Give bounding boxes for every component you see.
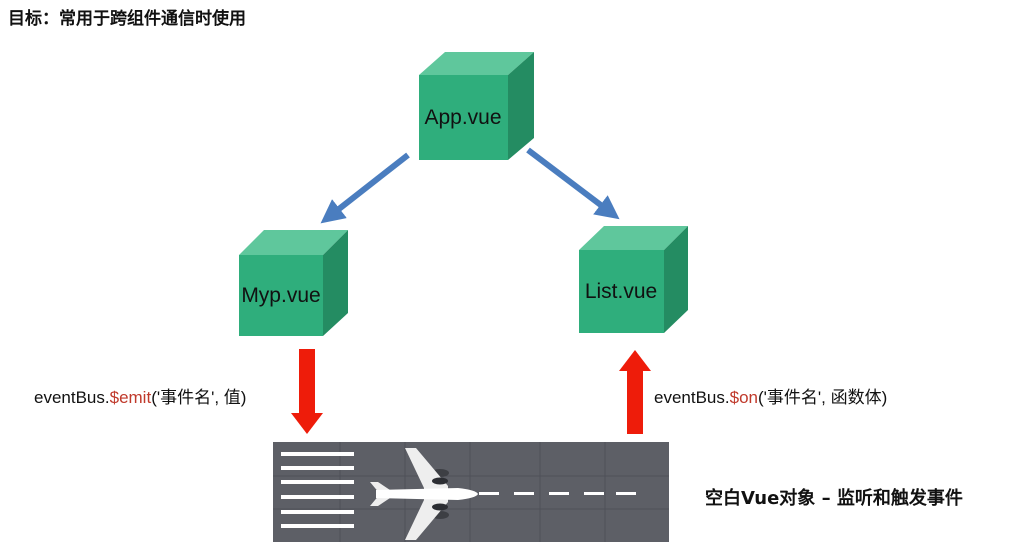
emit-arrow-down <box>291 349 323 434</box>
myp-vue-cube: Myp.vue <box>239 230 348 336</box>
app-vue-cube: App.vue <box>419 52 534 160</box>
event-bus-caption: 空白Vue对象 – 监听和触发事件 <box>705 488 963 509</box>
runway-threshold-stripes <box>281 452 354 528</box>
list-vue-label: List.vue <box>585 280 657 303</box>
app-vue-label: App.vue <box>424 106 501 129</box>
on-arrow-up <box>619 350 651 434</box>
myp-vue-label: Myp.vue <box>241 284 320 307</box>
runway-image <box>273 442 669 542</box>
runway-centerline <box>479 492 636 495</box>
arrow-app-to-myp <box>320 152 410 224</box>
on-method: $on <box>729 388 758 407</box>
on-call-args: ('事件名', 函数体) <box>757 388 888 407</box>
page-title: 目标：常用于跨组件通信时使用 <box>8 9 246 29</box>
emit-call-text: eventBus.$emit('事件名', 值) <box>34 383 246 408</box>
airplane-icon <box>370 448 478 540</box>
emit-method: $emit <box>109 388 152 407</box>
on-call-text: eventBus.$on('事件名', 函数体) <box>654 383 887 408</box>
list-vue-cube: List.vue <box>579 226 688 333</box>
emit-call-prefix: eventBus. <box>34 388 110 407</box>
on-call-prefix: eventBus. <box>654 388 730 407</box>
arrow-app-to-list <box>526 147 620 220</box>
emit-call-args: ('事件名', 值) <box>151 388 247 407</box>
